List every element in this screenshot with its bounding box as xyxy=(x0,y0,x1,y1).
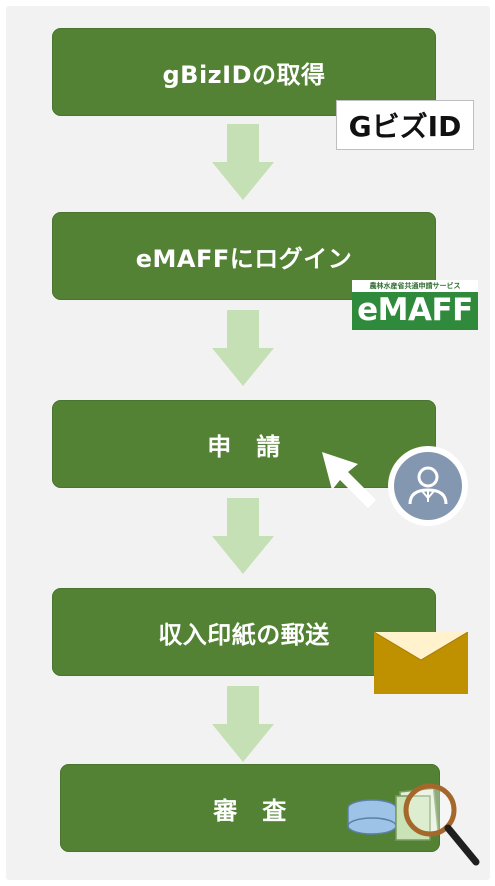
gbizid-logo-text: GビズID xyxy=(348,110,462,143)
step-revenue-stamp-mailing-label: 収入印紙の郵送 xyxy=(158,620,330,649)
emaff-logo-text: eMAFF xyxy=(357,292,473,328)
envelope-icon xyxy=(374,632,468,694)
step-revenue-stamp-mailing: 収入印紙の郵送 xyxy=(52,588,436,676)
emaff-logo: 農林水産省共通申請サービス eMAFF xyxy=(352,280,478,330)
down-arrow-icon xyxy=(212,124,274,200)
down-arrow-icon xyxy=(212,686,274,762)
magnifier-icon xyxy=(403,783,480,866)
gbizid-logo: GビズID xyxy=(336,100,474,150)
step-application: 申 請 xyxy=(52,400,436,488)
user-icon xyxy=(388,446,468,526)
pointer-arrow-icon xyxy=(322,452,376,508)
down-arrow-icon xyxy=(212,310,274,386)
step-review-label: 審 査 xyxy=(213,796,287,825)
emaff-logo-subtitle: 農林水産省共通申請サービス xyxy=(352,280,478,292)
step-application-label: 申 請 xyxy=(207,432,281,461)
step-gbizid-label: gBizIDの取得 xyxy=(162,60,326,89)
down-arrow-icon xyxy=(212,498,274,574)
step-emaff-login-label: eMAFFにログイン xyxy=(135,244,353,273)
